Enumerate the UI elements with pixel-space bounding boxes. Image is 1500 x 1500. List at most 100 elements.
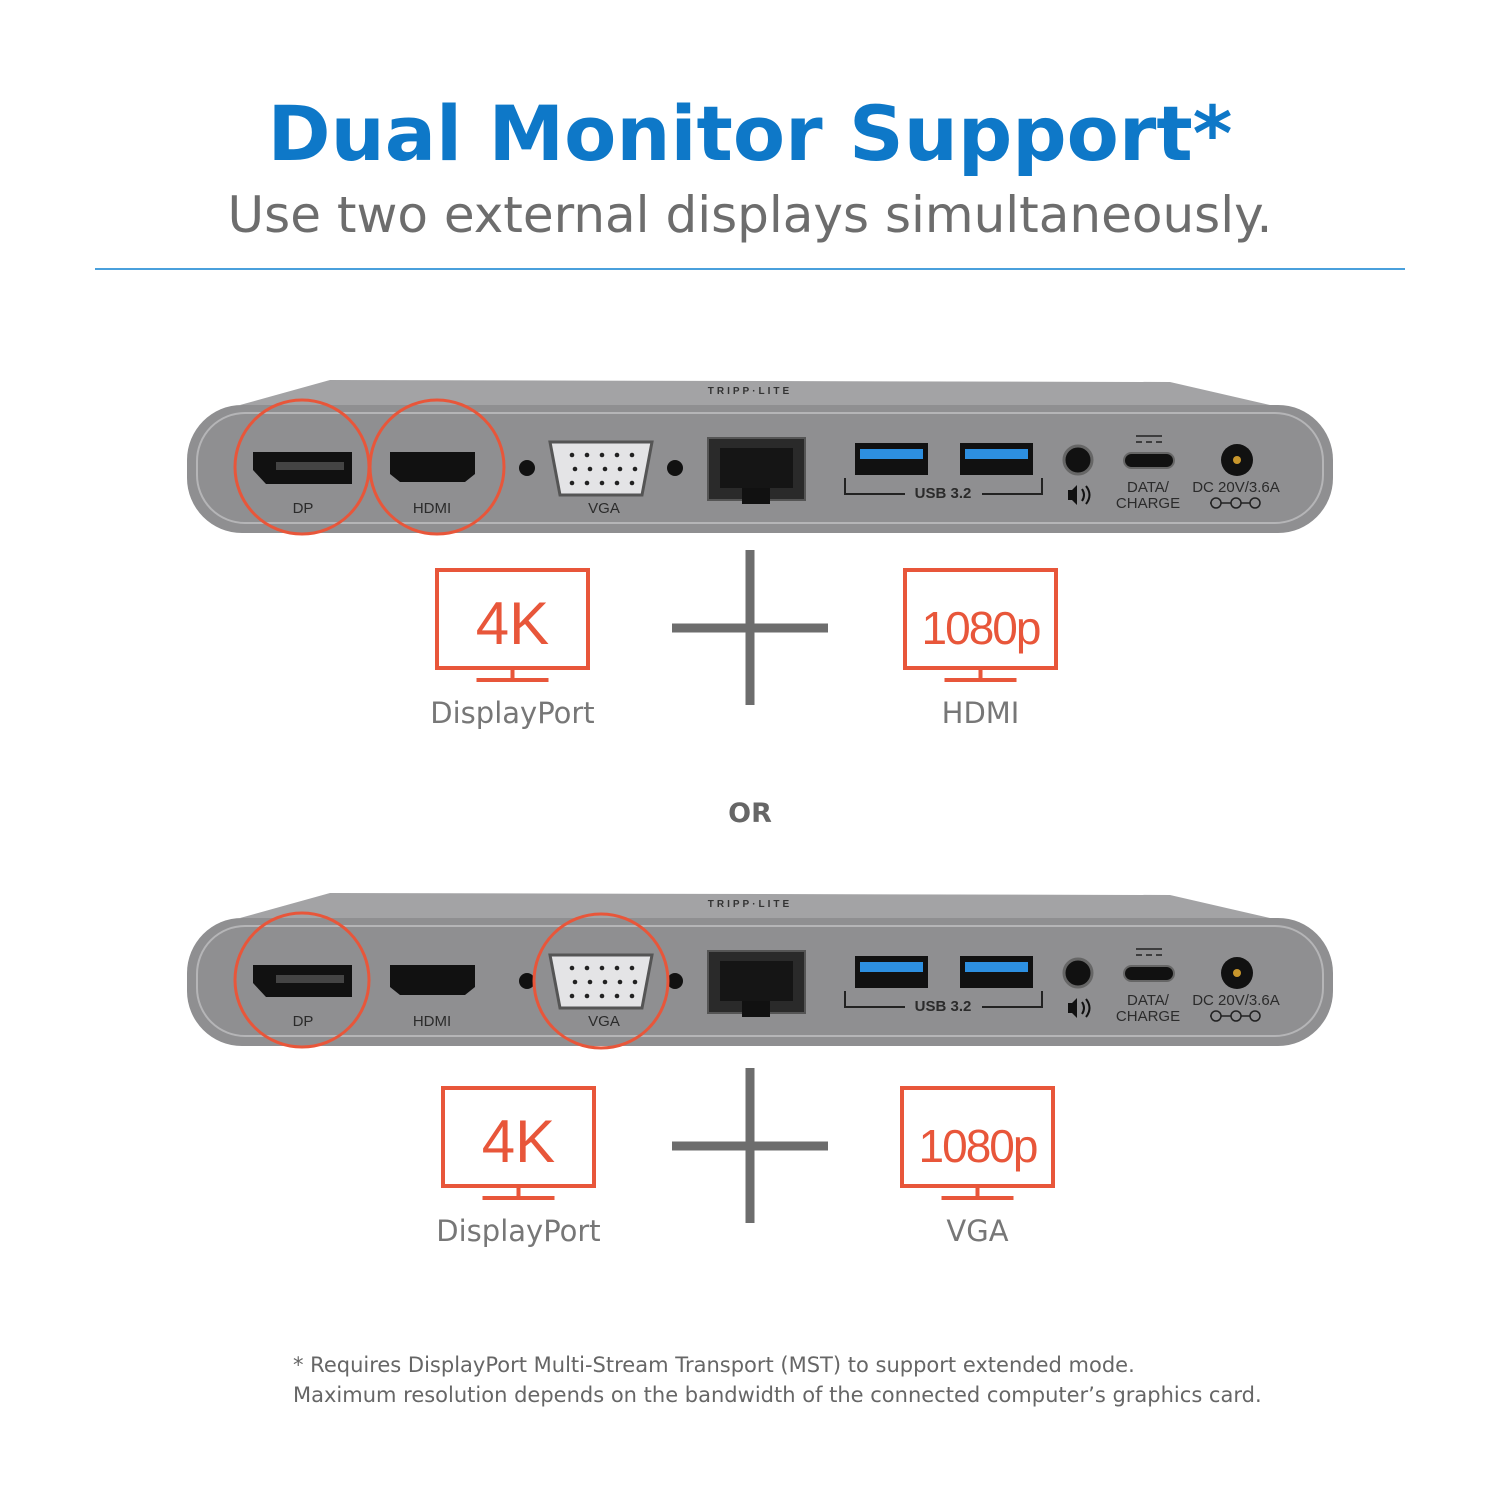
vga-screw-left [519,973,535,989]
vga-pin [614,993,620,999]
vga-pin [632,979,638,985]
usb-a-tongue [860,962,923,972]
dc-pin [1233,456,1241,464]
left-monitor-resolution: 4K [482,1108,555,1175]
page-subtitle: Use two external displays simultaneously… [228,186,1273,244]
hdmi-label: HDMI [413,1013,451,1030]
usb-label: USB 3.2 [915,485,972,502]
vga-pin [599,965,605,971]
dc-symbol-icon [1136,435,1162,443]
page-title: Dual Monitor Support* [268,89,1233,178]
dc-label: DC 20V/3.6A [1192,479,1280,496]
audio-jack [1062,444,1094,476]
vga-pin [584,965,590,971]
vga-pin [584,480,590,486]
dp-label: DP [293,1013,314,1030]
vga-pin [572,466,578,472]
usb-c-port [1123,965,1175,982]
displayport-tongue [276,975,344,983]
vga-pin [632,466,638,472]
usb-c-port [1123,452,1175,469]
audio-jack [1062,957,1094,989]
polarity-symbol [1249,1010,1261,1022]
ethernet-socket [720,961,793,1001]
usb-a-tongue [965,449,1028,459]
vga-pin [584,452,590,458]
dc-pin [1233,969,1241,977]
brand-logo: TRIPP·LITE [708,386,792,397]
ethernet-socket [720,448,793,488]
hdmi-port [390,452,475,482]
left-monitor-resolution: 4K [476,590,549,657]
ethernet-clip [742,1001,770,1017]
vga-pin [584,993,590,999]
dc-symbol-icon [1136,948,1162,956]
speaker-waves [1081,485,1091,505]
polarity-symbol [1230,1010,1242,1022]
usb-bracket [844,478,1043,495]
vga-pin [629,965,635,971]
highlight-circle-hdmi [368,398,506,536]
vga-pin [599,993,605,999]
polarity-symbol [1249,497,1261,509]
vga-pin [617,466,623,472]
vga-pin [599,480,605,486]
charge-label: CHARGE [1116,1008,1180,1025]
vga-port [548,953,654,1010]
vga-pin [602,979,608,985]
vga-pin [614,452,620,458]
vga-pin [617,979,623,985]
dock-top-surface [240,893,1300,925]
vga-pin [629,480,635,486]
usb-a-tongue [965,962,1028,972]
left-monitor-port: DisplayPort [430,696,594,730]
right-monitor-resolution: 1080p [919,1120,1037,1172]
vga-pin [569,993,575,999]
vga-pin [569,965,575,971]
vga-pin [602,466,608,472]
dock-bevel [196,412,1324,524]
highlight-circle-vga [532,912,670,1050]
vga-pin [614,965,620,971]
brand-logo: TRIPP·LITE [708,899,792,910]
vga-label: VGA [588,1013,620,1030]
footnote-line-1: * Requires DisplayPort Multi-Stream Tran… [293,1353,1135,1377]
vga-pin [572,979,578,985]
displayport-tongue [276,462,344,470]
charge-label: CHARGE [1116,495,1180,512]
data-label: DATA/ [1127,992,1170,1009]
speaker-waves [1081,998,1091,1018]
hdmi-label: HDMI [413,500,451,517]
speaker-icon [1068,998,1077,1018]
data-label: DATA/ [1127,479,1170,496]
usb-bracket [844,991,1043,1008]
vga-pin [569,452,575,458]
hdmi-port [390,965,475,995]
polarity-symbol [1210,497,1222,509]
right-monitor-port: VGA [946,1214,1008,1248]
vga-screw-right [667,460,683,476]
vga-screw-right [667,973,683,989]
vga-screw-left [519,460,535,476]
usb-a-tongue [860,449,923,459]
speaker-icon [1068,485,1077,505]
vga-pin [629,452,635,458]
vga-port [548,440,654,497]
right-monitor-port: HDMI [942,696,1020,730]
vga-pin [587,979,593,985]
polarity-symbol [1210,1010,1222,1022]
dc-label: DC 20V/3.6A [1192,992,1280,1009]
vga-pin [569,480,575,486]
right-monitor-resolution: 1080p [922,602,1040,654]
vga-pin [599,452,605,458]
footnote-line-2: Maximum resolution depends on the bandwi… [293,1383,1262,1407]
left-monitor-port: DisplayPort [436,1214,600,1248]
ethernet-clip [742,488,770,504]
vga-pin [629,993,635,999]
or-separator: OR [728,798,772,829]
dp-label: DP [293,500,314,517]
